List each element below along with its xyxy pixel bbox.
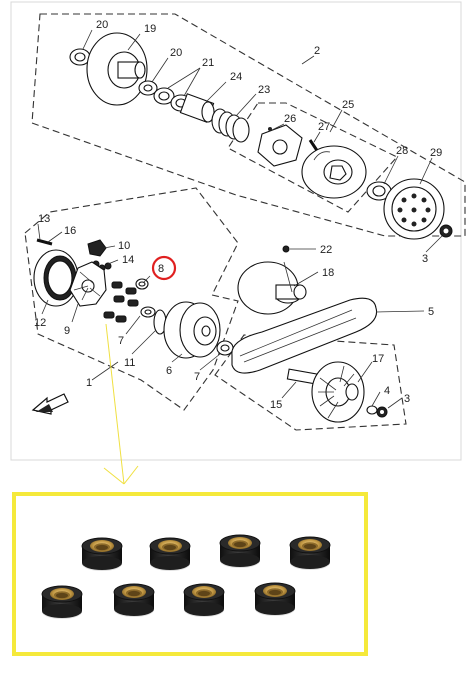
roller-icon xyxy=(41,585,83,619)
callout-7-upper: 7 xyxy=(118,335,124,347)
fixed-face-part-18 xyxy=(237,261,307,315)
roller-icon xyxy=(149,537,191,571)
roller-weights-photo xyxy=(41,534,331,619)
callout-2: 2 xyxy=(314,45,320,57)
front-arrow-icon xyxy=(31,393,69,415)
washer-part-4 xyxy=(366,405,378,415)
callout-3-top: 3 xyxy=(422,253,428,265)
highlight-circle xyxy=(151,255,177,281)
callout-29: 29 xyxy=(430,147,442,159)
fan-part-17 xyxy=(311,361,365,423)
callout-18: 18 xyxy=(322,267,334,279)
callout-13: 13 xyxy=(38,213,50,225)
callout-15: 15 xyxy=(270,399,282,411)
bolt-part-22 xyxy=(282,245,290,253)
callout-24: 24 xyxy=(230,71,242,83)
callout-27: 27 xyxy=(318,121,330,133)
callout-22: 22 xyxy=(320,244,332,256)
callout-8: 8 xyxy=(158,263,164,275)
assembly-outline-1 xyxy=(24,187,239,411)
collar-part-7-upper xyxy=(140,306,156,318)
callout-11: 11 xyxy=(124,357,135,369)
collar-part-7-lower xyxy=(216,340,234,356)
collar-part-8 xyxy=(135,278,149,290)
callout-3-bottom: 3 xyxy=(404,393,410,405)
callout-7-lower: 7 xyxy=(194,371,200,383)
bushing-part-24 xyxy=(179,93,215,123)
callout-17: 17 xyxy=(372,353,384,365)
roller-icon xyxy=(81,537,123,571)
callout-1: 1 xyxy=(86,377,92,389)
leader-lines xyxy=(37,29,443,409)
clutch-plate-part-26 xyxy=(257,124,303,167)
variator-part-9 xyxy=(69,261,107,307)
roller-icon xyxy=(289,536,331,570)
spring-part-23 xyxy=(211,108,250,143)
clutch-housing-part-29 xyxy=(383,178,445,240)
roller-icon xyxy=(113,583,155,617)
callout-box xyxy=(12,492,368,656)
callout-4: 4 xyxy=(384,385,390,397)
roller-icon xyxy=(254,582,296,616)
callout-10: 10 xyxy=(118,240,130,252)
roller-icon xyxy=(219,534,261,568)
callout-23: 23 xyxy=(258,84,270,96)
callout-5: 5 xyxy=(428,306,434,318)
callout-19: 19 xyxy=(144,23,156,35)
nut-part-3-bottom xyxy=(376,406,388,418)
drive-face-part-19 xyxy=(86,32,148,106)
callout-labels: 20 19 20 21 24 23 2 26 27 25 28 29 13 16… xyxy=(34,19,442,411)
roller-icon xyxy=(183,583,225,617)
callout-20b: 20 xyxy=(170,47,182,59)
pointer-arrow xyxy=(103,323,139,485)
washer-part-20b xyxy=(138,80,158,96)
callout-12: 12 xyxy=(34,317,46,329)
cover-part-12 xyxy=(33,249,79,307)
movable-face-part-6 xyxy=(163,301,221,359)
nut-part-3-top xyxy=(439,224,453,238)
callout-21: 21 xyxy=(202,57,214,69)
callout-28: 28 xyxy=(396,145,408,157)
callout-14: 14 xyxy=(122,254,134,266)
ramp-plate-part-10 xyxy=(87,239,107,257)
callout-16: 16 xyxy=(64,225,76,237)
bolt-part-13 xyxy=(36,238,53,246)
diagram-frame xyxy=(10,1,462,461)
callout-25: 25 xyxy=(342,99,354,111)
callout-6: 6 xyxy=(166,365,172,377)
callout-9: 9 xyxy=(64,325,70,337)
callout-26: 26 xyxy=(284,113,296,125)
clutch-part-25 xyxy=(301,145,367,199)
callout-20a: 20 xyxy=(96,19,108,31)
roller-weights-diagram xyxy=(103,281,139,323)
belt-part-5 xyxy=(231,297,378,374)
